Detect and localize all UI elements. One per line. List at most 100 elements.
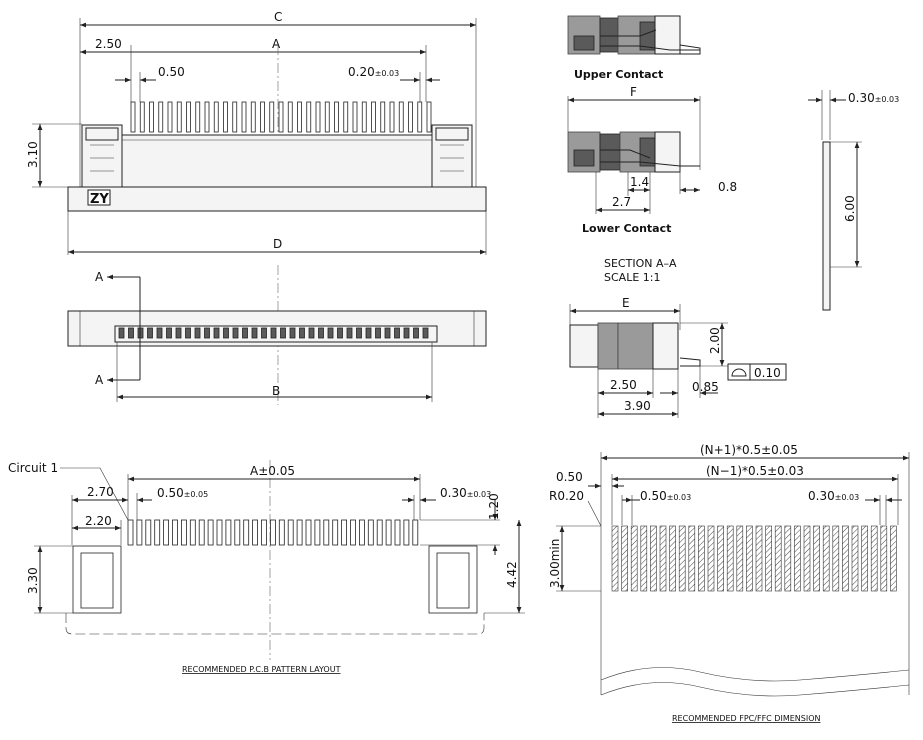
fpc-finger bbox=[611, 525, 619, 592]
pcb-pad bbox=[350, 519, 356, 546]
top-pin bbox=[149, 101, 154, 133]
fpc-finger-width-label: 0.30±0.03 bbox=[808, 489, 859, 503]
bottom-pin bbox=[422, 327, 429, 339]
pcb-2-20-label: 2.20 bbox=[85, 514, 112, 528]
section-mark-top: A bbox=[95, 270, 104, 284]
bottom-pin bbox=[299, 327, 305, 339]
bottom-view: A A B bbox=[67, 265, 487, 405]
fpc-finger bbox=[707, 525, 715, 592]
pcb-pad bbox=[225, 519, 232, 546]
bottom-pin bbox=[270, 327, 277, 339]
top-pin bbox=[426, 101, 432, 133]
bottom-pin bbox=[346, 327, 353, 339]
fpc-finger bbox=[640, 525, 648, 592]
pcb-pad bbox=[216, 519, 223, 546]
top-pin bbox=[297, 101, 302, 133]
fpc-dimension: (N+1)*0.5±0.05 (N−1)*0.5±0.03 0.50 R0.20… bbox=[548, 443, 910, 723]
bottom-pin-row bbox=[118, 327, 429, 339]
dim-0-8-label: 0.8 bbox=[718, 180, 737, 194]
flatness-label: 0.10 bbox=[754, 366, 781, 380]
top-housing bbox=[121, 134, 433, 188]
dim-1-4-label: 1.4 bbox=[630, 175, 649, 189]
top-pin bbox=[232, 101, 238, 133]
dim-c-label: C bbox=[274, 10, 282, 24]
fpc-strip bbox=[822, 141, 831, 311]
bottom-pin bbox=[251, 327, 258, 339]
fpc-finger bbox=[861, 525, 868, 592]
pcb-pad bbox=[341, 519, 348, 546]
top-pin bbox=[315, 101, 321, 133]
top-flange bbox=[67, 186, 487, 212]
fpc-finger bbox=[621, 525, 628, 592]
pcb-pad bbox=[358, 519, 365, 546]
bottom-pin bbox=[394, 327, 400, 339]
fpc-total-width-label: (N+1)*0.5±0.05 bbox=[700, 443, 798, 457]
fpc-finger bbox=[736, 525, 744, 592]
fpc-finger bbox=[755, 525, 763, 592]
pcb-pad bbox=[287, 519, 294, 546]
fpc-finger bbox=[890, 525, 897, 592]
dim-a-label: A bbox=[272, 37, 281, 51]
pcb-pad bbox=[403, 519, 410, 546]
top-pin bbox=[186, 101, 191, 133]
pcb-pad bbox=[163, 519, 170, 546]
bottom-pin bbox=[194, 327, 201, 339]
top-pin bbox=[269, 101, 275, 133]
bottom-pin bbox=[365, 327, 372, 339]
fpc-finger bbox=[726, 525, 734, 592]
section-title: SECTION A–A bbox=[604, 257, 677, 270]
top-pin bbox=[389, 101, 395, 133]
pcb-pad bbox=[127, 519, 134, 546]
pcb-pad bbox=[278, 519, 285, 546]
bottom-pin bbox=[280, 327, 286, 339]
fpc-finger bbox=[813, 525, 820, 592]
fpc-finger bbox=[717, 525, 724, 592]
fpc-edge-label: 0.50 bbox=[556, 470, 583, 484]
bottom-pin bbox=[308, 327, 315, 339]
pcb-pad bbox=[314, 519, 321, 546]
side-3-90-label: 3.90 bbox=[624, 399, 651, 413]
bottom-pin bbox=[356, 327, 362, 339]
top-pin bbox=[250, 101, 256, 133]
fpc-finger bbox=[688, 525, 696, 592]
pcb-pad bbox=[207, 519, 214, 546]
fpc-finger bbox=[784, 525, 792, 592]
top-pin bbox=[204, 101, 210, 133]
fpc-finger bbox=[774, 525, 782, 592]
top-pin bbox=[398, 101, 404, 133]
bottom-pin bbox=[175, 327, 182, 339]
top-pin bbox=[417, 101, 423, 133]
fpc-finger bbox=[659, 525, 667, 592]
fpc-finger bbox=[880, 525, 888, 592]
fpc-finger bbox=[765, 525, 772, 592]
pcb-pad bbox=[189, 519, 196, 546]
pcb-pad bbox=[145, 519, 152, 546]
pcb-pad bbox=[136, 519, 143, 546]
bottom-pin bbox=[413, 327, 419, 339]
dim-b-label: B bbox=[272, 384, 280, 398]
fpc-finger bbox=[698, 525, 705, 592]
bottom-pin bbox=[118, 327, 125, 339]
dim-e-label: E bbox=[622, 296, 630, 310]
dim-2-7-label: 2.7 bbox=[612, 195, 631, 209]
pcb-pad bbox=[252, 519, 259, 546]
pcb-pad bbox=[261, 519, 267, 546]
pcb-pad bbox=[234, 519, 241, 546]
top-pin bbox=[287, 101, 293, 133]
dim-f-label: F bbox=[630, 85, 637, 99]
bottom-pin bbox=[223, 327, 229, 339]
top-pin bbox=[334, 101, 339, 133]
fpc-finger bbox=[832, 525, 840, 592]
pcb-pad bbox=[269, 519, 276, 546]
top-pin bbox=[278, 101, 284, 133]
pcb-2-70-label: 2.70 bbox=[87, 485, 114, 499]
pcb-pad bbox=[323, 519, 330, 546]
fpc-inner-width-label: (N−1)*0.5±0.03 bbox=[706, 464, 804, 478]
bottom-pin bbox=[289, 327, 296, 339]
pcb-pad bbox=[154, 519, 161, 546]
top-pin bbox=[130, 101, 136, 133]
pcb-pad bbox=[376, 519, 383, 546]
top-pin bbox=[361, 101, 367, 133]
dim-2-50-label: 2.50 bbox=[95, 37, 122, 51]
fpc-finger bbox=[842, 525, 849, 592]
